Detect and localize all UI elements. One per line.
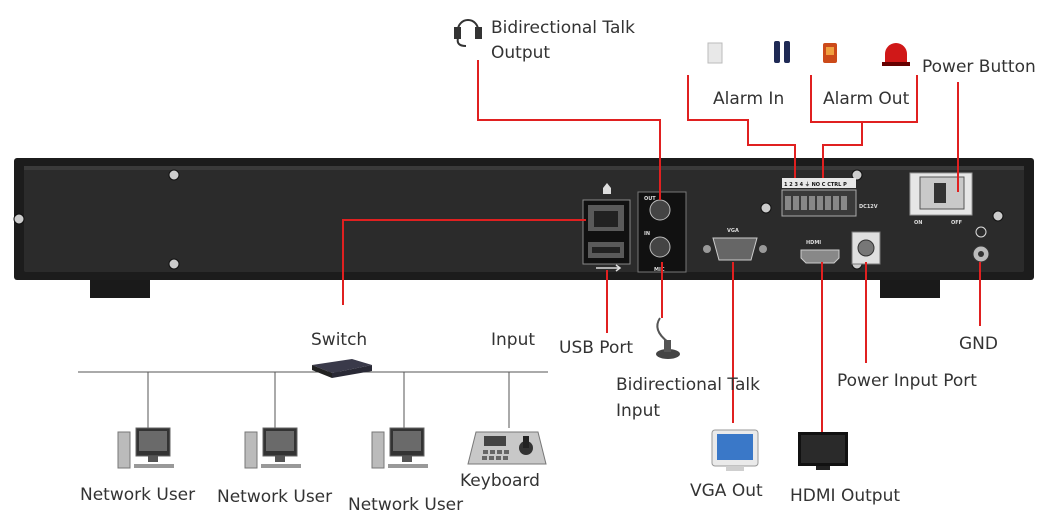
- audio-in-jack: [649, 236, 671, 258]
- siren-icon: [882, 43, 910, 66]
- callout-alarm-out-b: [862, 75, 918, 123]
- screw-icon: [168, 258, 180, 270]
- alarm-terminal-block: 1 2 3 4 ⏚ NO C CTRL P: [781, 178, 857, 217]
- label-power-button: Power Button: [922, 57, 1036, 77]
- label-hdmi-output: HDMI Output: [790, 486, 900, 506]
- network-switch-icon: [312, 359, 372, 378]
- label-vga-out: VGA Out: [690, 481, 763, 501]
- audio-jacks: OUT IN MIC: [637, 191, 687, 273]
- label-gnd: GND: [959, 334, 998, 354]
- label-usb-port: USB Port: [559, 338, 633, 358]
- label-talk-output-1: Bidirectional Talk: [491, 18, 635, 38]
- dc12v-label: DC12V: [859, 204, 878, 210]
- door-sensor-icon: [707, 42, 723, 64]
- audio-out-jack: [649, 199, 671, 221]
- label-talk-output-2: Output: [491, 43, 550, 63]
- switch-on-label: ON: [914, 220, 922, 226]
- audio-in-label: IN: [644, 231, 650, 237]
- desktop-computer-icon: [117, 427, 174, 469]
- network-tree: [78, 371, 548, 430]
- usb-icon: [596, 264, 622, 272]
- callout-alarm-in: [687, 75, 796, 178]
- label-keyboard: Keyboard: [460, 471, 540, 491]
- callout-alarm-out-a: [810, 75, 863, 178]
- device-foot-right: [880, 280, 940, 298]
- smoke-detector-icon: [774, 41, 790, 63]
- alarm-pin-labels: 1 2 3 4 ⏚ NO C CTRL P: [784, 181, 847, 188]
- strobe-light-icon: [823, 43, 837, 63]
- label-power-input-port: Power Input Port: [837, 371, 977, 391]
- crt-monitor-icon: [711, 429, 759, 471]
- hdmi-port: HDMI: [800, 240, 840, 264]
- network-icon: [603, 183, 611, 194]
- label-network-user-1: Network User: [80, 485, 195, 505]
- callout-switch: [342, 219, 586, 305]
- device-foot-left: [90, 280, 150, 298]
- callout-talk-output: [477, 60, 661, 200]
- hdmi-panel-label: HDMI: [806, 240, 821, 246]
- power-switch: ON OFF: [909, 172, 973, 226]
- label-network-user-2: Network User: [217, 487, 332, 507]
- dc-power-jack: DC12V: [851, 204, 881, 265]
- desk-microphone-icon: [656, 317, 680, 359]
- desktop-computer-icon: [371, 427, 428, 469]
- label-talk-input-2: Input: [616, 401, 660, 421]
- labels: Bidirectional Talk Output Alarm In Alarm…: [80, 18, 1036, 514]
- label-switch: Switch: [311, 330, 367, 350]
- vga-panel-label: VGA: [727, 228, 739, 234]
- ground-symbol-icon: [975, 226, 987, 238]
- headset-icon: [454, 19, 482, 47]
- screw-icon: [992, 210, 1004, 222]
- mic-label: MIC: [654, 267, 665, 273]
- callout-lines: [342, 60, 981, 432]
- lcd-tv-icon: [798, 432, 848, 470]
- vga-port: VGA: [703, 228, 767, 261]
- screw-icon: [13, 213, 25, 225]
- label-talk-input-1: Bidirectional Talk: [616, 375, 760, 395]
- label-alarm-in: Alarm In: [713, 89, 784, 109]
- screw-icon: [168, 169, 180, 181]
- desktop-computer-icon: [244, 427, 301, 469]
- label-alarm-out: Alarm Out: [823, 89, 910, 109]
- switch-off-label: OFF: [951, 220, 962, 226]
- nvr-rear-panel: OUT IN MIC VGA HDMI 1 2 3 4 ⏚ NO C CTRL …: [13, 158, 1034, 298]
- label-input: Input: [491, 330, 535, 350]
- label-network-user-3: Network User: [348, 495, 463, 514]
- screw-icon: [760, 202, 772, 214]
- ptz-keyboard-icon: [467, 431, 547, 465]
- screw-icon: [851, 169, 863, 181]
- lan-usb-block: [582, 183, 631, 272]
- device-top-edge: [24, 166, 1024, 170]
- audio-out-label: OUT: [644, 196, 656, 202]
